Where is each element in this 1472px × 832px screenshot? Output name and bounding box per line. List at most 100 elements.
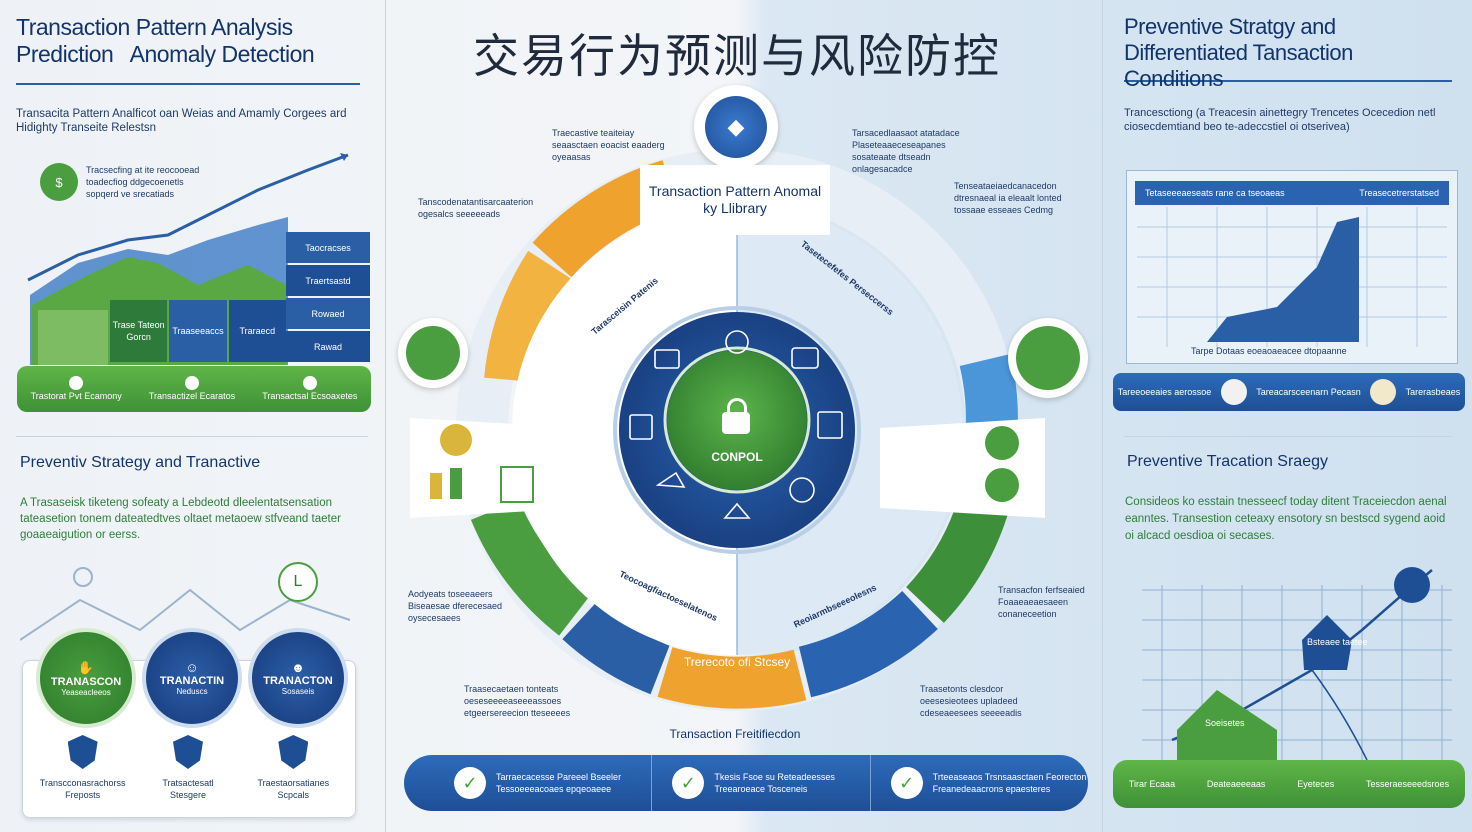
right-section-rule xyxy=(1124,436,1452,437)
side-note-6: Transacfon ferfseaied Foaaeaeaesaeen con… xyxy=(998,585,1085,619)
grid-icon xyxy=(500,466,534,503)
side-note-7: Traasecaetaen tonteats oeseseeeeaseeeass… xyxy=(464,684,571,718)
bottom-button-3[interactable]: ✓ Trteeaseaos Trsnsaasctaen Feorecton Fr… xyxy=(871,755,1088,811)
right-side-badge xyxy=(1008,318,1088,398)
core-label: CONPOL xyxy=(711,450,763,464)
lower-bar-1: Trase Tateon Gorcn xyxy=(110,300,168,362)
footer-item-4: Tesseraeseeedsroes xyxy=(1366,779,1450,789)
legend-item-2: Tareacarsceenarn Pecasn xyxy=(1256,387,1361,397)
side-note-1: Traecastive teaiteiay seaasctaen eoacist… xyxy=(552,128,665,162)
bottom-button-2[interactable]: ✓ Tkesis Fsoe su Reteadeesses Treearoeac… xyxy=(652,755,871,811)
bottom-button-1[interactable]: ✓ Tarraecacesse Pareeel Bseeler Tessoeee… xyxy=(404,755,653,811)
left-card-1-line2: Freposts xyxy=(65,790,101,800)
bottom-button-2-line1: Tkesis Fsoe su Reteadeesses xyxy=(714,772,835,782)
lower-bar-2: Traaseeaccs xyxy=(169,300,227,362)
left-section2-title: Preventiv Strategy and Tranactive xyxy=(20,454,261,471)
chart-header-right: Treasecetrerstatsed xyxy=(1359,188,1439,198)
left-card-row: Transcconasrachorss Freposts Tratsactesa… xyxy=(30,735,346,801)
green-bar-item-2: Transactizel Ecaratos xyxy=(149,376,235,402)
green-bar-item-3-label: Transactsal Ecsoaxetes xyxy=(262,391,358,401)
left-green-bar: Trastorat Pvt Ecamony Transactizel Ecara… xyxy=(17,366,371,412)
left-title-line2: Prediction Anomaly Detection xyxy=(16,41,315,67)
bottom-button-3-line1: Trteeaseaos Trsnsaasctaen Feorecton xyxy=(932,772,1087,782)
bar-label-2: Traertsastd xyxy=(286,265,370,296)
dollar-icon xyxy=(184,376,199,390)
left-title: Transaction Pattern Analysis Prediction … xyxy=(16,14,315,68)
left-card-3-line1: Traestaorsatianes xyxy=(257,778,330,788)
right-growth-grid xyxy=(1142,567,1452,765)
top-badge: ◆ xyxy=(694,85,778,169)
transaction-circle-1-sub: Yeaseacleeos xyxy=(61,687,111,697)
coin-icon xyxy=(1370,379,1397,405)
green-bar-item-2-label: Transactizel Ecaratos xyxy=(148,391,236,401)
right-title-line3: Conditions xyxy=(1124,66,1223,91)
transaction-circle-2[interactable]: ☺ TRANACTIN Neduscs xyxy=(142,628,242,728)
checkmark-icon: ✓ xyxy=(890,767,923,799)
bottom-segment-label: Trerecoto ofi Stcsey xyxy=(683,655,791,669)
footer-item-3: Eyeteces xyxy=(1297,779,1335,789)
step-label-1: Bsteaee taetee xyxy=(1307,637,1368,647)
transaction-circle-3-label: TRANACTON xyxy=(263,675,333,687)
step-label-2: Soeisetes xyxy=(1205,718,1245,728)
side-note-2: Tarsacedlaasaot atatadace Plaseteaaecese… xyxy=(852,128,960,174)
right-title-line2: Differentiated Tansaction xyxy=(1124,40,1353,65)
right-title-rule xyxy=(1124,80,1452,82)
checkmark-icon: ✓ xyxy=(454,767,486,799)
left-divider xyxy=(385,0,386,832)
left-ribbon xyxy=(410,418,585,518)
left-subtitle: Transacita Pattern Analficot oan Weias a… xyxy=(16,108,347,134)
right-subtitle: Trancesctiong (a Treacesin ainettegry Tr… xyxy=(1124,107,1436,133)
transaction-circle-1[interactable]: ✋ TRANASCON Yeaseacleeos xyxy=(36,628,136,728)
right-section2-text: Consideos ko esstain tnesseecf today dit… xyxy=(1125,496,1447,542)
cloud-icon xyxy=(1016,326,1080,390)
chart-header-left: Tetaseeeaeseats rane ca tseoaeas xyxy=(1145,188,1285,198)
left-section2-text: A Trasaseisk tiketeng sofeaty a Lebdeotd… xyxy=(20,497,341,541)
lower-bar-row: Trase Tateon Gorcn Traaseeaccs Traraecd xyxy=(110,300,286,362)
right-legend-bar: Tareeoeeaies aerossoe Tareacarsceenarn P… xyxy=(1113,373,1465,411)
right-divider xyxy=(1102,0,1103,832)
left-title-line1: Transaction Pattern Analysis xyxy=(16,14,293,40)
figure-icon: ☺ xyxy=(185,660,199,675)
lower-bar-3: Traraecd xyxy=(228,300,286,362)
transaction-circle-3-sub: Sosaseis xyxy=(281,687,315,696)
left-card-1: Transcconasrachorss Freposts xyxy=(33,735,133,801)
globe-icon xyxy=(1220,379,1247,405)
left-bar-stack: Taocracses Traertsastd Rowaed Rawad xyxy=(286,232,370,364)
main-title: 交易行为预测与风险防控 xyxy=(473,30,1001,82)
left-side-badge xyxy=(398,318,468,388)
bottom-button-3-line2: Freanedeaacrons epaesteres xyxy=(932,784,1051,794)
right-section2-title: Preventive Tracation Sraegy xyxy=(1127,453,1328,470)
footer-item-2: Deateaeeeaas xyxy=(1206,779,1266,789)
legend-item-3: Tarerasbeaes xyxy=(1405,387,1461,397)
checkmark-icon: ✓ xyxy=(672,767,705,799)
right-title: Preventive Stratgy and Differentiated Ta… xyxy=(1124,14,1353,92)
bar-label-3: Rowaed xyxy=(286,298,370,329)
right-green-bar: Tirar Ecaaa Deateaeeeaas Eyeteces Tesser… xyxy=(1113,760,1465,808)
right-title-line1: Preventive Stratgy and xyxy=(1124,14,1336,39)
side-note-5: Aodyeats toseeaeers Biseaesae dferecesae… xyxy=(408,589,503,623)
side-note-8: Traasetonts clesdcor oeesesieotees uplad… xyxy=(920,684,1022,718)
legend-item-1: Tareeoeeaies aerossoe xyxy=(1117,387,1212,397)
transaction-circle-2-label: TRANACTIN xyxy=(159,675,225,687)
left-card-3-line2: Scpcals xyxy=(277,790,310,800)
chart-icon xyxy=(985,426,1019,460)
transaction-circle-3[interactable]: ☻ TRANACTON Sosaseis xyxy=(248,628,348,728)
lock-icon xyxy=(720,398,752,438)
left-card-2: Tratsactesatl Stesgere xyxy=(138,735,238,801)
left-card-2-line2: Stesgere xyxy=(169,790,206,800)
transaction-circle-1-label: TRANASCON xyxy=(50,675,122,688)
chart-note: Tracsecfing at ite reocooead toadecfiog … xyxy=(86,165,200,199)
coin-icon: $ xyxy=(40,163,78,201)
transaction-circle-2-sub: Neduscs xyxy=(176,687,208,696)
bottom-label: Transaction Freitifiecdon xyxy=(669,727,801,741)
bar-icon xyxy=(430,473,442,499)
group-icon: ☻ xyxy=(291,660,305,675)
left-card-3: Traestaorsatianes Scpcals xyxy=(243,735,343,801)
left-section-rule xyxy=(16,436,368,437)
left-card-2-line1: Tratsactesatl xyxy=(162,778,214,788)
coin-icon xyxy=(440,424,472,456)
footer-item-1: Tirar Ecaaa xyxy=(1128,779,1176,789)
check-icon xyxy=(985,468,1019,502)
library-label: Transaction Pattern Anomal ky Llibrary xyxy=(640,165,830,235)
bar-label-1: Taocracses xyxy=(286,232,370,263)
